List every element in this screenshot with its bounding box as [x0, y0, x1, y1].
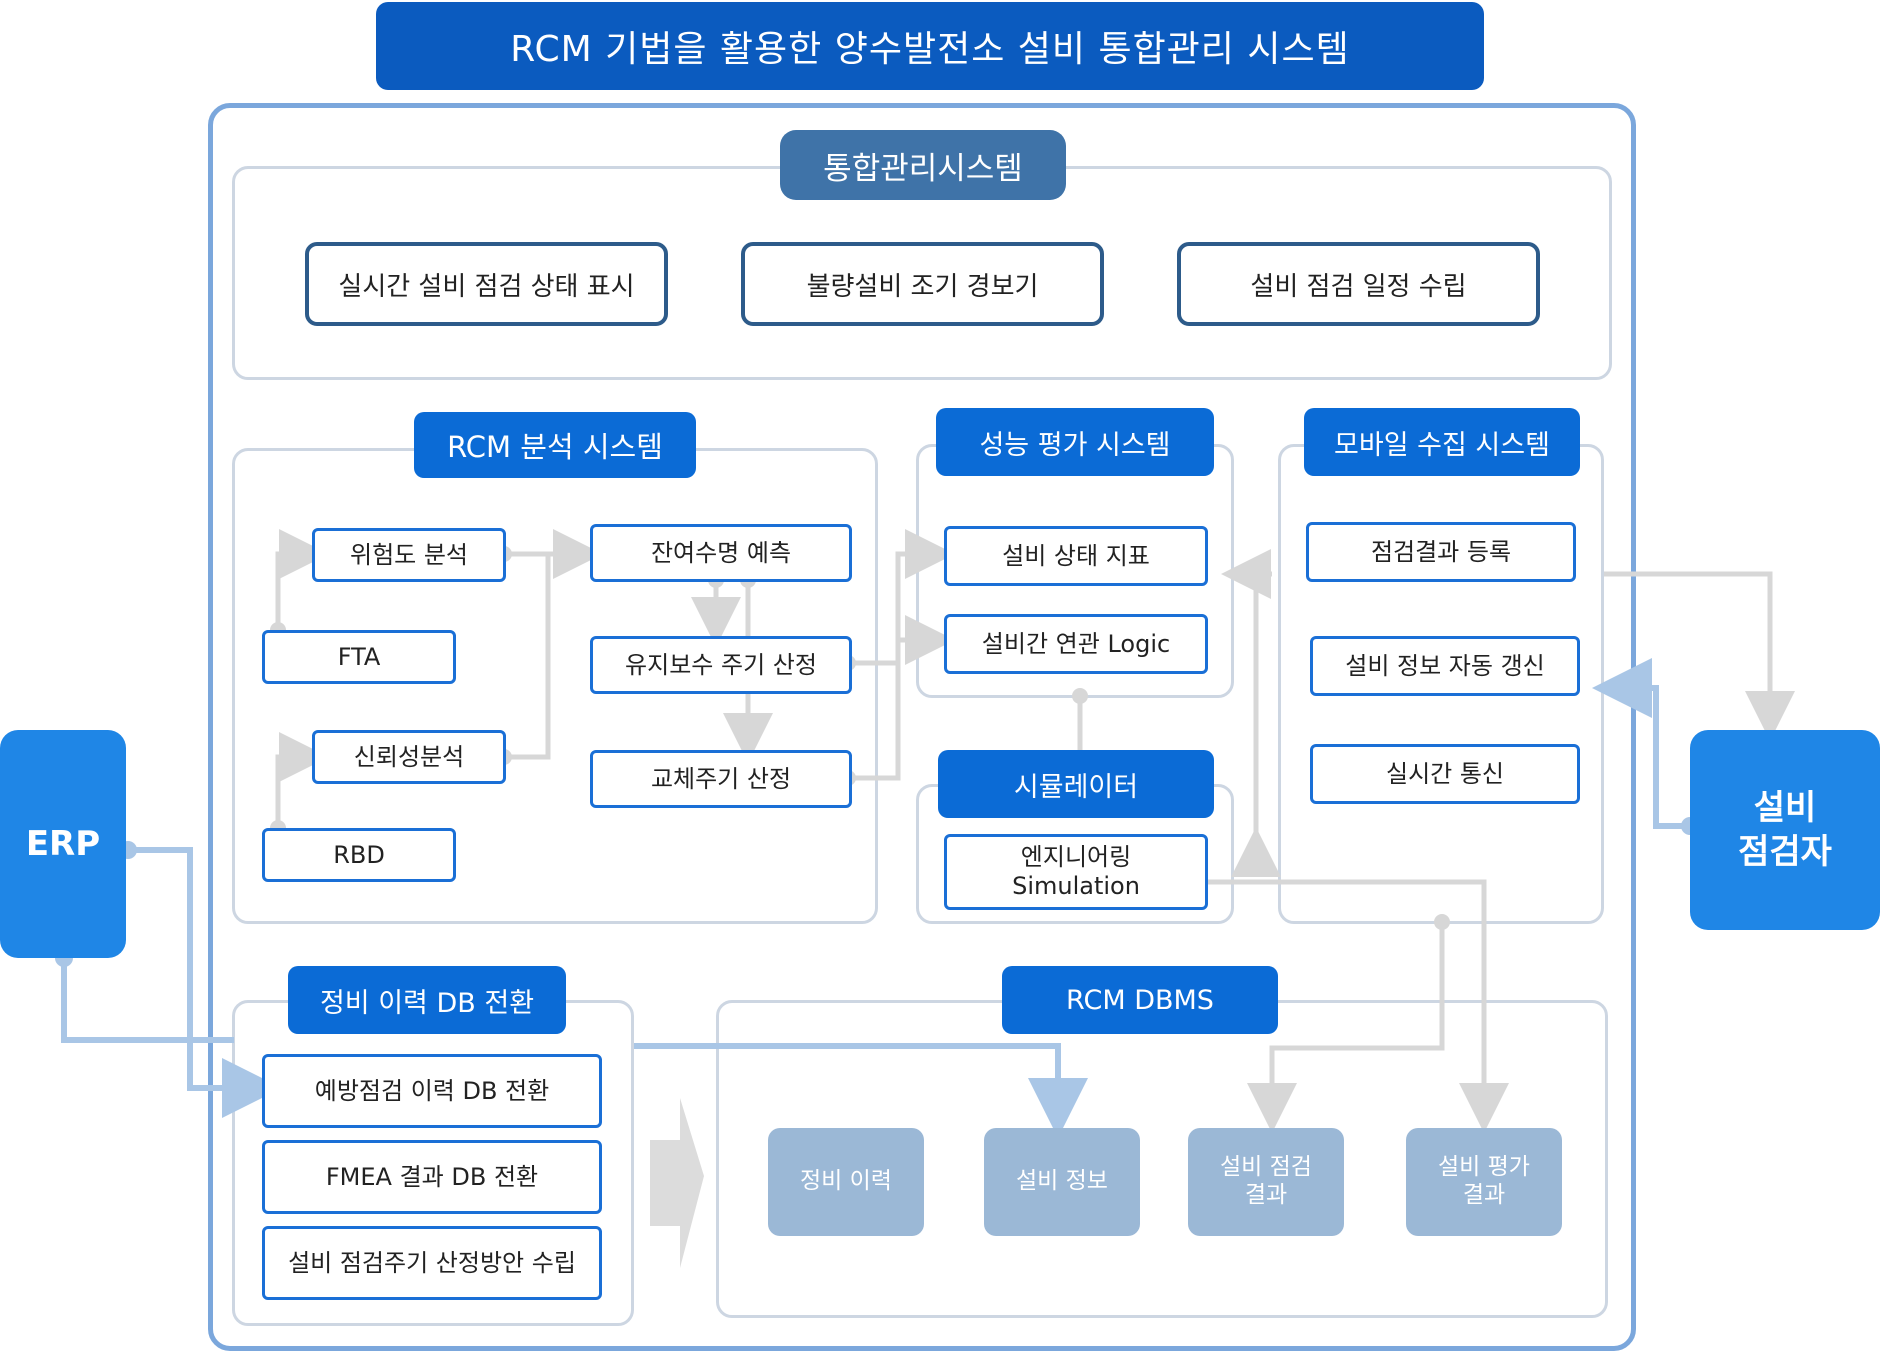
remaining-life-box[interactable]: 잔여수명 예측 — [590, 524, 852, 582]
early-warning-box[interactable]: 불량설비 조기 경보기 — [741, 242, 1104, 326]
preventive-history-db-box[interactable]: 예방점검 이력 DB 전환 — [262, 1054, 602, 1128]
dbms-equipment-info[interactable]: 설비 정보 — [984, 1128, 1140, 1236]
performance-label: 성능 평가 시스템 — [936, 408, 1214, 476]
page-title: RCM 기법을 활용한 양수발전소 설비 통합관리 시스템 — [376, 2, 1484, 90]
mobile-label: 모바일 수집 시스템 — [1304, 408, 1580, 476]
rbd-box[interactable]: RBD — [262, 828, 456, 882]
dbms-item-line1: 정비 이력 — [800, 1168, 892, 1195]
dbms-item-line1: 설비 평가 — [1438, 1154, 1530, 1181]
realtime-communication-box[interactable]: 실시간 통신 — [1310, 744, 1580, 804]
rcm-dbms-label: RCM DBMS — [1002, 966, 1278, 1034]
dbms-item-line1: 설비 정보 — [1016, 1168, 1108, 1195]
fta-box[interactable]: FTA — [262, 630, 456, 684]
simulator-label: 시뮬레이터 — [938, 750, 1214, 818]
erp-box[interactable]: ERP — [0, 730, 126, 958]
risk-analysis-box[interactable]: 위험도 분석 — [312, 528, 506, 582]
rcm-analysis-label: RCM 분석 시스템 — [414, 412, 696, 478]
main-system-frame — [208, 103, 1636, 1351]
inspector-line1: 설비 — [1753, 787, 1817, 828]
inspection-registration-box[interactable]: 점검결과 등록 — [1306, 522, 1576, 582]
integrated-management-label: 통합관리시스템 — [780, 130, 1066, 200]
fmea-db-box[interactable]: FMEA 결과 DB 전환 — [262, 1140, 602, 1214]
inspection-schedule-box[interactable]: 설비 점검 일정 수립 — [1177, 242, 1540, 326]
dbms-item-line2: 결과 — [1462, 1182, 1506, 1208]
correlation-logic-box[interactable]: 설비간 연관 Logic — [944, 614, 1208, 674]
auto-update-box[interactable]: 설비 정보 자동 갱신 — [1310, 636, 1580, 696]
realtime-status-display-box[interactable]: 실시간 설비 점검 상태 표시 — [305, 242, 668, 326]
dbms-inspection-result[interactable]: 설비 점검 결과 — [1188, 1128, 1344, 1236]
dbms-evaluation-result[interactable]: 설비 평가 결과 — [1406, 1128, 1562, 1236]
engineering-line: 엔지니어링 — [1020, 843, 1132, 872]
status-index-box[interactable]: 설비 상태 지표 — [944, 526, 1208, 586]
simulation-line: Simulation — [1012, 872, 1140, 900]
dbms-item-line2: 결과 — [1244, 1182, 1288, 1208]
dbms-maintenance-history[interactable]: 정비 이력 — [768, 1128, 924, 1236]
replacement-cycle-box[interactable]: 교체주기 산정 — [590, 750, 852, 808]
maintenance-cycle-box[interactable]: 유지보수 주기 산정 — [590, 636, 852, 694]
inspector-box[interactable]: 설비 점검자 — [1690, 730, 1880, 930]
maintenance-db-label: 정비 이력 DB 전환 — [288, 966, 566, 1034]
engineering-simulation-box[interactable]: 엔지니어링 Simulation — [944, 834, 1208, 910]
reliability-analysis-box[interactable]: 신뢰성분석 — [312, 730, 506, 784]
dbms-item-line1: 설비 점검 — [1220, 1154, 1312, 1181]
inspector-line2: 점검자 — [1738, 832, 1832, 872]
inspection-cycle-plan-box[interactable]: 설비 점검주기 산정방안 수립 — [262, 1226, 602, 1300]
